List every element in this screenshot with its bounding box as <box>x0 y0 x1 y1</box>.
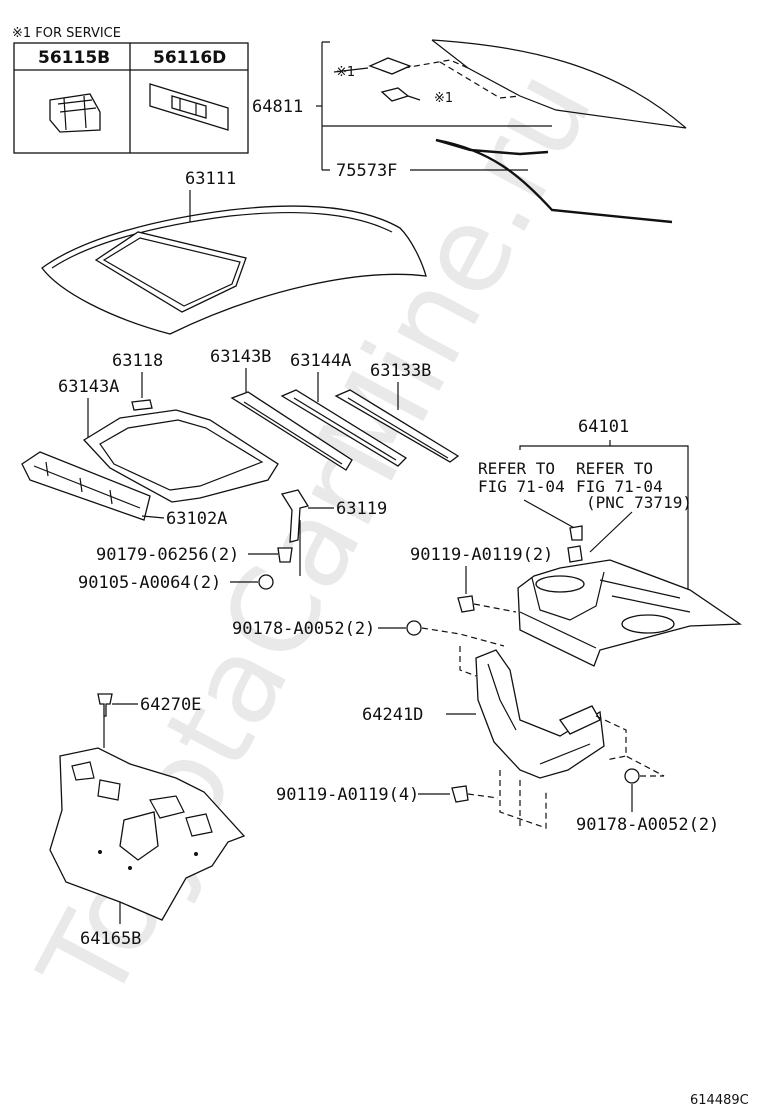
refer-note-2-line2[interactable]: FIG 71-04 <box>576 477 663 496</box>
clip-refer-2-icon <box>567 545 583 563</box>
service-note: ※1 FOR SERVICE <box>12 26 121 41</box>
label-63118[interactable]: 63118 <box>112 351 163 371</box>
glass-clip-lower-icon <box>380 87 410 102</box>
label-64165b[interactable]: 64165B <box>80 929 141 949</box>
service-part-56115b[interactable]: 56115B <box>38 48 110 68</box>
clip-63118-icon <box>131 399 153 411</box>
clip-56115b-icon <box>49 93 101 133</box>
refer-note-1-line2[interactable]: FIG 71-04 <box>478 477 565 496</box>
roof-stay-63119 <box>280 489 310 543</box>
label-63144a[interactable]: 63144A <box>290 351 351 371</box>
label-90178-a0052-upper[interactable]: 90178-A0052(2) <box>232 619 375 639</box>
roof-bow-63144a <box>280 389 408 467</box>
glass-clip-upper-icon <box>368 57 412 75</box>
diagram-id: 614489C <box>690 1093 749 1108</box>
refer-note-1-line1[interactable]: REFER TO <box>478 459 555 478</box>
label-63143b[interactable]: 63143B <box>210 347 271 367</box>
bolt-90179-icon <box>277 547 293 563</box>
bolt-90119-upper-icon <box>457 595 475 613</box>
label-63119[interactable]: 63119 <box>336 499 387 519</box>
roof-panel-63111 <box>41 205 427 335</box>
trunk-trim-64165b <box>49 747 246 921</box>
bolt-90119-lower-icon <box>451 785 469 803</box>
label-64101[interactable]: 64101 <box>578 417 629 437</box>
service-mark-lower: ※1 <box>434 91 453 106</box>
label-90119-a0119-2[interactable]: 90119-A0119(2) <box>410 545 553 565</box>
refer-note-2-line3[interactable]: (PNC 73719) <box>586 493 692 512</box>
label-64241d[interactable]: 64241D <box>362 705 423 725</box>
label-90119-a0119-4[interactable]: 90119-A0119(4) <box>276 785 419 805</box>
label-64270e[interactable]: 64270E <box>140 695 201 715</box>
refer-note-2-line1[interactable]: REFER TO <box>576 459 653 478</box>
roof-reinforcement-63102a <box>21 451 151 521</box>
service-parts-table: 56115B 56116D <box>13 42 249 154</box>
label-63143a[interactable]: 63143A <box>58 377 119 397</box>
label-75573f[interactable]: 75573F <box>336 161 397 181</box>
label-63102a[interactable]: 63102A <box>166 509 227 529</box>
roof-bow-63133b <box>334 389 460 463</box>
sunroof-reinforcement-63143a <box>82 409 279 503</box>
label-90105-a0064[interactable]: 90105-A0064(2) <box>78 573 221 593</box>
nut-90105-icon <box>258 574 274 590</box>
nut-90178-upper-icon <box>406 620 422 636</box>
roof-bow-63143b <box>230 391 353 471</box>
label-90178-a0052-lower[interactable]: 90178-A0052(2) <box>576 815 719 835</box>
clip-56116d-icon <box>149 83 229 131</box>
service-mark-upper: ※1 <box>336 65 355 80</box>
label-90179-06256[interactable]: 90179-06256(2) <box>96 545 239 565</box>
nut-90178-lower-icon <box>624 768 640 784</box>
label-64811[interactable]: 64811 <box>252 97 303 117</box>
glass-molding-75573f <box>435 138 673 224</box>
clip-64270e-icon <box>97 693 113 717</box>
label-63111[interactable]: 63111 <box>185 169 236 189</box>
bracket-64241d <box>475 649 605 779</box>
service-part-56116d[interactable]: 56116D <box>153 48 226 68</box>
label-63133b[interactable]: 63133B <box>370 361 431 381</box>
clip-refer-1-icon <box>569 525 583 541</box>
package-tray-64101 <box>517 559 742 667</box>
